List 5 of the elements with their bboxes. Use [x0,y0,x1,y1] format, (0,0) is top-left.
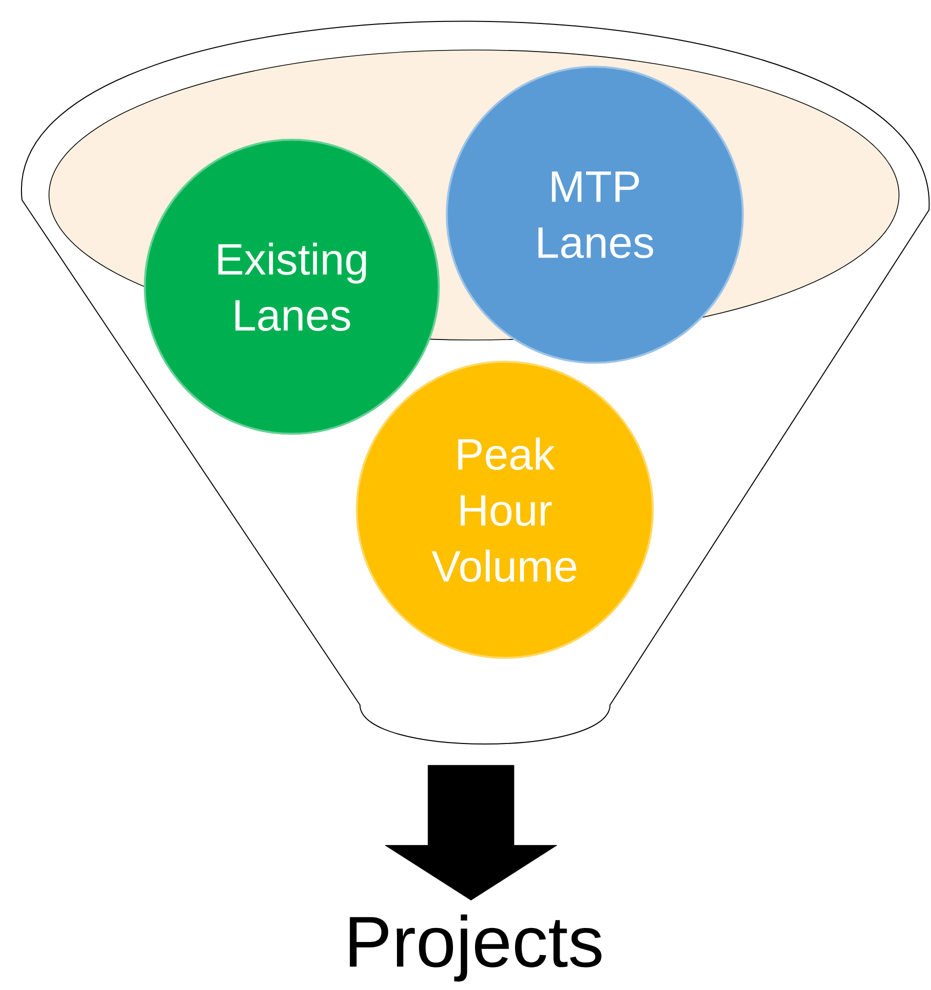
circle-node: MTP Lanes [446,66,744,364]
block-arrow [384,765,558,900]
circle-node: Peak Hour Volume [356,360,654,659]
result-label: Projects [350,914,602,982]
circle-node: Existing Lanes [144,138,440,435]
